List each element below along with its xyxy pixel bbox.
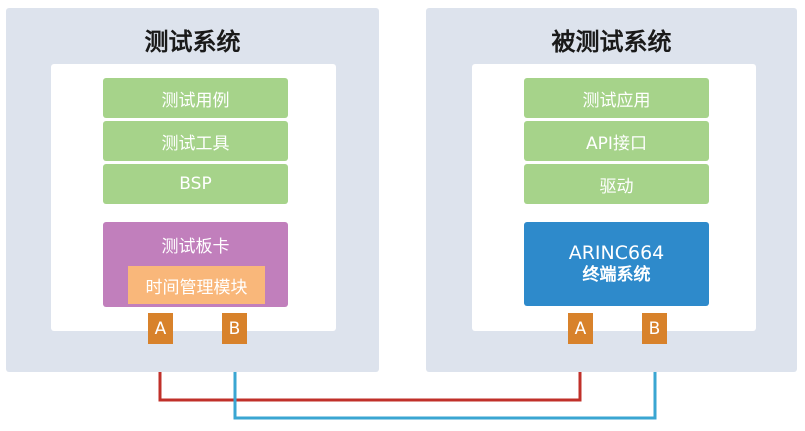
test-board-label: 测试板卡 [161, 237, 230, 257]
layer-driver: 驱动 [524, 164, 709, 204]
system-under-test-panel: 测试应用 API接口 驱动 ARINC664 终端系统 [472, 64, 756, 331]
layer-api-interface: API接口 [524, 121, 709, 161]
test-system-panel: 测试用例 测试工具 BSP 测试板卡 时间管理模块 [51, 64, 336, 331]
test-system-title: 测试系统 [144, 28, 241, 56]
right-port-b: B [642, 313, 667, 344]
test-board: 测试板卡 时间管理模块 [103, 222, 288, 307]
system-under-test-title: 被测试系统 [551, 28, 672, 56]
right-port-a: A [568, 313, 593, 344]
arinc664-terminal: ARINC664 终端系统 [524, 222, 709, 306]
system-under-test: 被测试系统 测试应用 API接口 驱动 ARINC664 终端系统 [426, 8, 797, 372]
layer-test-application: 测试应用 [524, 78, 709, 118]
layer-bsp: BSP [103, 164, 288, 204]
layer-test-cases: 测试用例 [103, 78, 288, 118]
time-management-module: 时间管理模块 [128, 266, 265, 304]
wire-b [233, 344, 657, 420]
left-port-b: B [222, 313, 247, 344]
test-system: 测试系统 测试用例 测试工具 BSP 测试板卡 时间管理模块 [6, 8, 379, 372]
layer-test-tools: 测试工具 [103, 121, 288, 161]
left-port-a: A [148, 313, 173, 344]
wire-a [158, 344, 582, 402]
terminal-line2: 终端系统 [582, 265, 651, 285]
terminal-line1: ARINC664 [568, 242, 665, 264]
